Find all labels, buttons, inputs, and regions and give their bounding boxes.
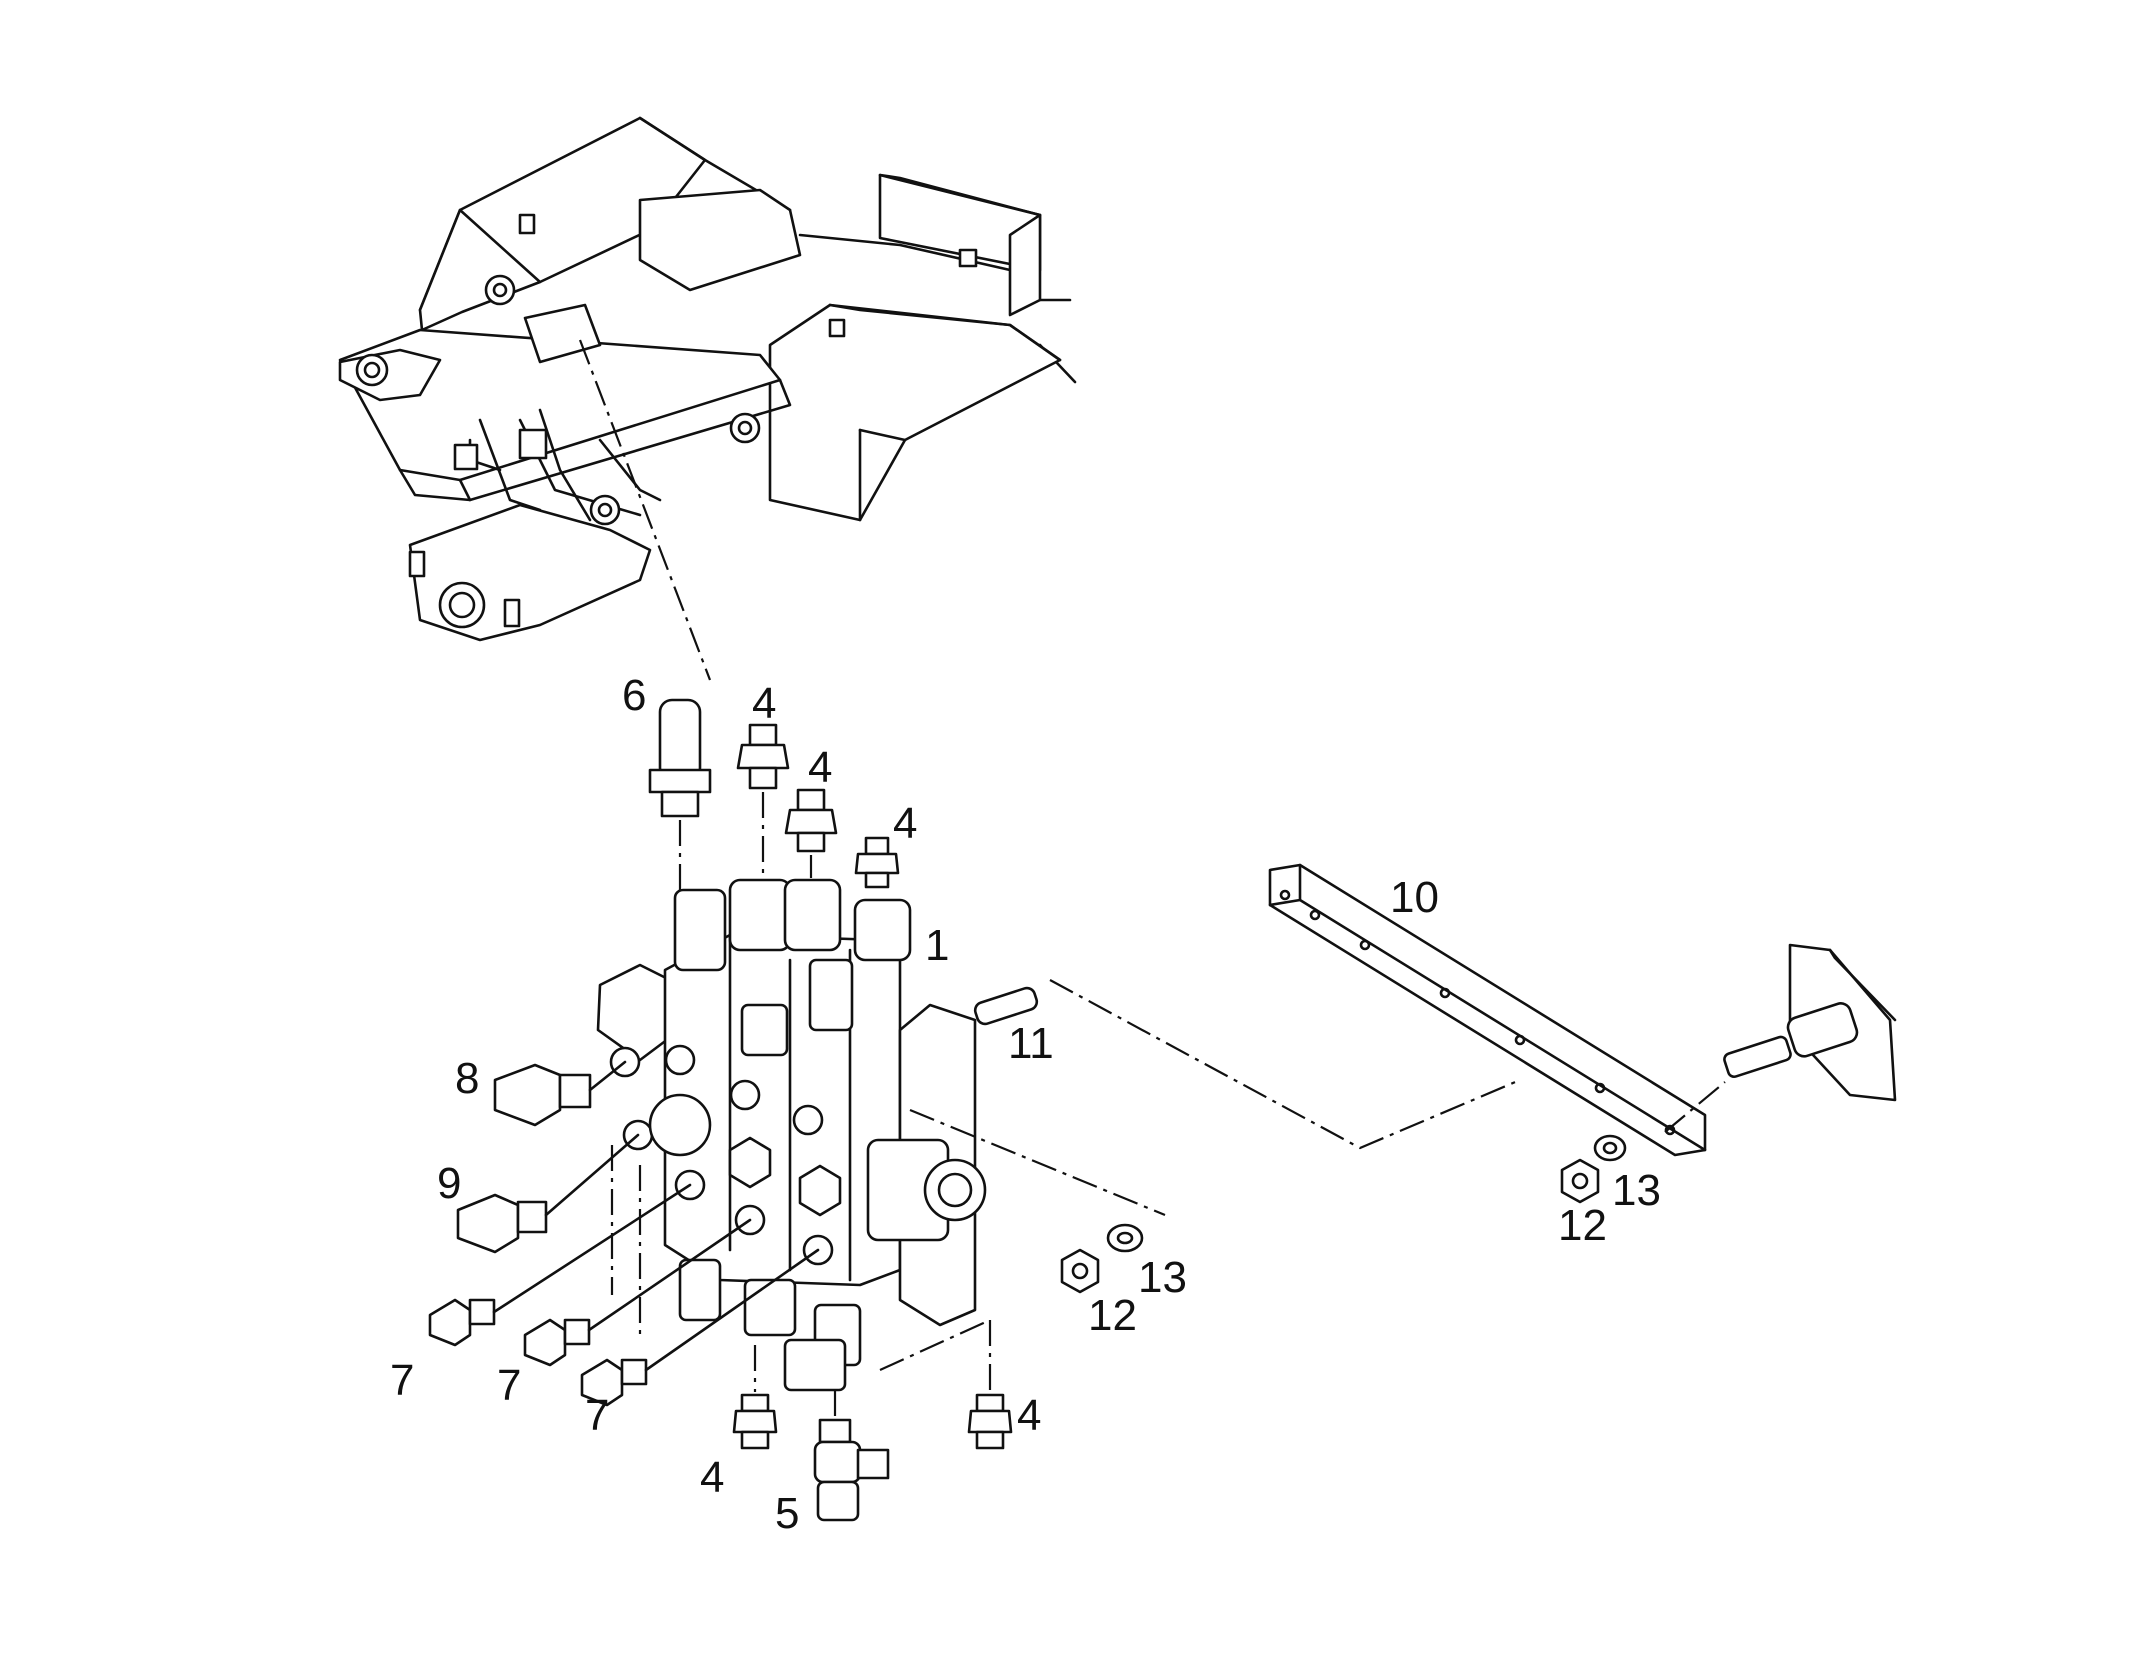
mounting-bar-10 [1268,863,1707,1157]
callout-4b: 4 [808,743,832,792]
nut-12-bar [1560,1158,1600,1204]
nut-12-valve [1060,1248,1100,1294]
callout-11: 11 [1008,1019,1054,1068]
callout-12a: 12 [1088,1291,1137,1340]
callout-9: 9 [437,1159,461,1208]
loader-frame [338,116,1077,642]
locator-line-frame [578,339,712,681]
fitting-4-top-a [736,723,790,790]
callout-7b: 7 [497,1361,521,1410]
callout-4e: 4 [1017,1391,1041,1440]
fitting-5-tee [813,1418,890,1522]
fitting-4-bottom-a [732,1393,778,1450]
callout-4a: 4 [752,679,776,728]
fitting-4-top-b [784,788,838,853]
callout-7c: 7 [585,1391,609,1440]
fitting-8 [493,1063,592,1127]
callout-7a: 7 [390,1356,414,1405]
callout-12b: 12 [1558,1201,1607,1250]
fitting-6-breather [648,698,712,818]
fitting-7-c [580,1358,648,1407]
callout-13a: 13 [1138,1253,1187,1302]
washer-13-valve [1106,1223,1144,1253]
fitting-7-b [523,1318,591,1367]
callout-1: 1 [925,921,949,970]
callout-4d: 4 [700,1453,724,1502]
control-valve-block [596,878,987,1392]
mounting-bracket [1723,943,1897,1102]
fitting-4-top-c [854,836,900,889]
callout-8: 8 [455,1054,479,1103]
callout-5: 5 [775,1489,799,1538]
stud-11 [973,986,1039,1026]
callout-6: 6 [622,671,646,720]
callout-4c: 4 [893,799,917,848]
fitting-7-a [428,1298,496,1347]
callout-10: 10 [1390,873,1439,922]
callout-13b: 13 [1612,1166,1661,1215]
fitting-9 [456,1193,548,1254]
fitting-4-bottom-b [967,1393,1013,1450]
washer-13-bar [1593,1134,1627,1162]
